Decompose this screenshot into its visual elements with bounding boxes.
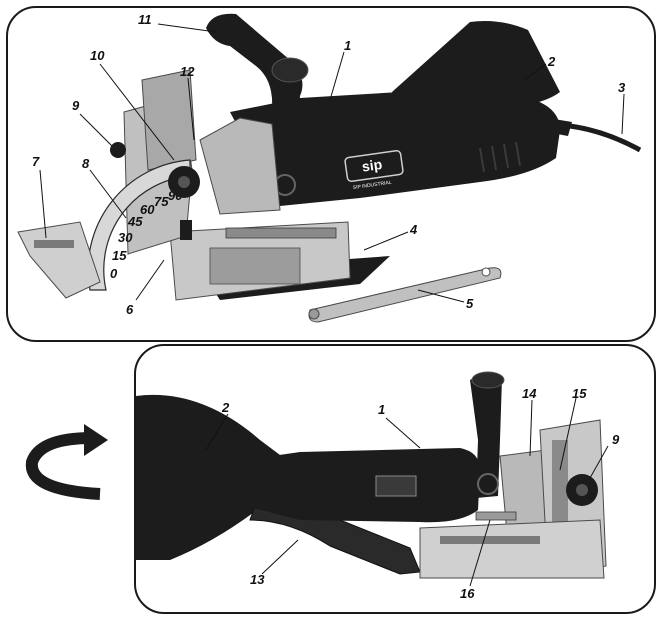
spanner	[308, 267, 502, 323]
callout-bottom-2: 2	[221, 400, 230, 415]
support-frame	[17, 221, 101, 299]
callout-12: 12	[180, 64, 195, 79]
dust-bag	[392, 21, 560, 112]
top-callouts: 11 10 12 1 2 3 9 8 7 4 5 6	[32, 12, 626, 317]
logo-text: sip	[361, 156, 383, 175]
callout-10: 10	[90, 48, 105, 63]
scale-mark-0: 0	[110, 266, 118, 281]
power-cable	[559, 122, 642, 153]
callout-3: 3	[618, 80, 626, 95]
fence-lock-knob	[168, 166, 200, 198]
bottom-height-knob	[566, 474, 598, 506]
callout-bottom-9: 9	[612, 432, 620, 447]
bottom-dust-bag	[136, 394, 300, 560]
top-handle	[206, 13, 303, 193]
bottom-motor-body	[230, 448, 480, 523]
callout-bottom-13: 13	[250, 572, 265, 587]
gearbox	[199, 117, 281, 215]
height-knob	[110, 142, 126, 158]
motor-body	[230, 92, 560, 206]
callout-bottom-1: 1	[378, 402, 385, 417]
logo-subtext: SIP INDUSTRIAL	[352, 180, 392, 191]
scale-mark-60: 60	[140, 202, 155, 217]
callout-11: 11	[138, 12, 152, 27]
bottom-base	[419, 519, 605, 579]
scale-mark-45: 45	[127, 214, 143, 229]
top-biscuit-jointer: sip SIP INDUSTRIAL 90 75 60 45 30 15 0	[17, 13, 642, 323]
bottom-handle	[470, 374, 502, 498]
callout-8: 8	[82, 156, 90, 171]
scale-mark-75: 75	[154, 194, 169, 209]
scale-mark-15: 15	[112, 248, 127, 263]
bottom-leader-lines	[205, 397, 609, 587]
callout-1: 1	[344, 38, 351, 53]
scale-mark-30: 30	[118, 230, 133, 245]
callout-bottom-15: 15	[572, 386, 587, 401]
callout-4: 4	[409, 222, 418, 237]
bottom-biscuit-jointer	[136, 371, 607, 579]
callout-5: 5	[466, 296, 474, 311]
top-leader-lines	[39, 23, 625, 303]
rotate-arrow-icon	[25, 424, 108, 500]
callout-bottom-16: 16	[460, 586, 475, 601]
bottom-callouts: 2 1 14 15 9 13 16	[221, 386, 620, 601]
callout-6: 6	[126, 302, 134, 317]
callout-2: 2	[547, 54, 556, 69]
callout-bottom-14: 14	[522, 386, 537, 401]
callout-7: 7	[32, 154, 40, 169]
sip-logo: sip SIP INDUSTRIAL	[344, 149, 404, 191]
callout-9: 9	[72, 98, 80, 113]
